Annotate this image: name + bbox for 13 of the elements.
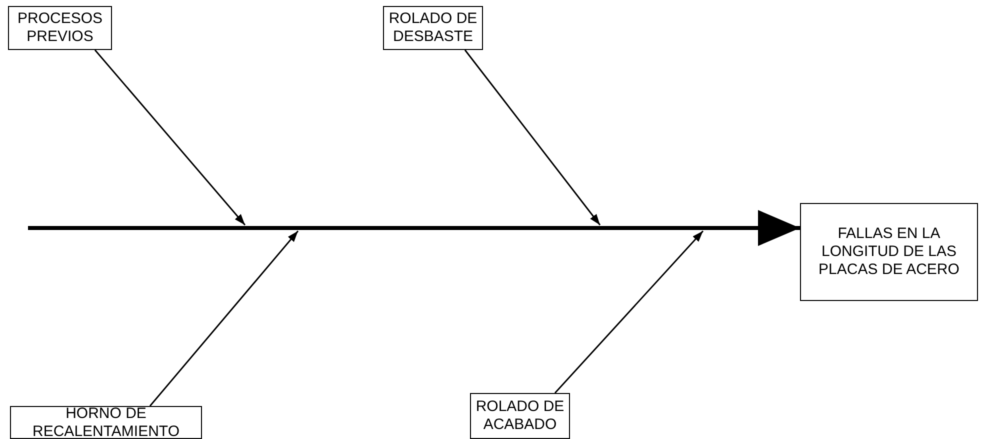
arrow: [94, 50, 246, 226]
arrow: [149, 230, 299, 406]
arrow: [464, 50, 601, 226]
box-label: HORNO DE RECALENTAMIENTO: [32, 404, 180, 439]
box-label: PROCESOS PREVIOS: [16, 10, 104, 46]
box-label: FALLAS EN LA LONGITUD DE LAS PLACAS DE ACERO: [818, 225, 960, 279]
cause-box: [10, 406, 202, 439]
spine-arrow: [28, 210, 800, 246]
box-label: ROLADO DE ACABADO: [475, 398, 565, 434]
box-label: ROLADO DE DESBASTE: [388, 10, 478, 46]
cause-box: [800, 203, 978, 301]
arrow: [554, 230, 704, 394]
cause-box: [8, 6, 112, 50]
